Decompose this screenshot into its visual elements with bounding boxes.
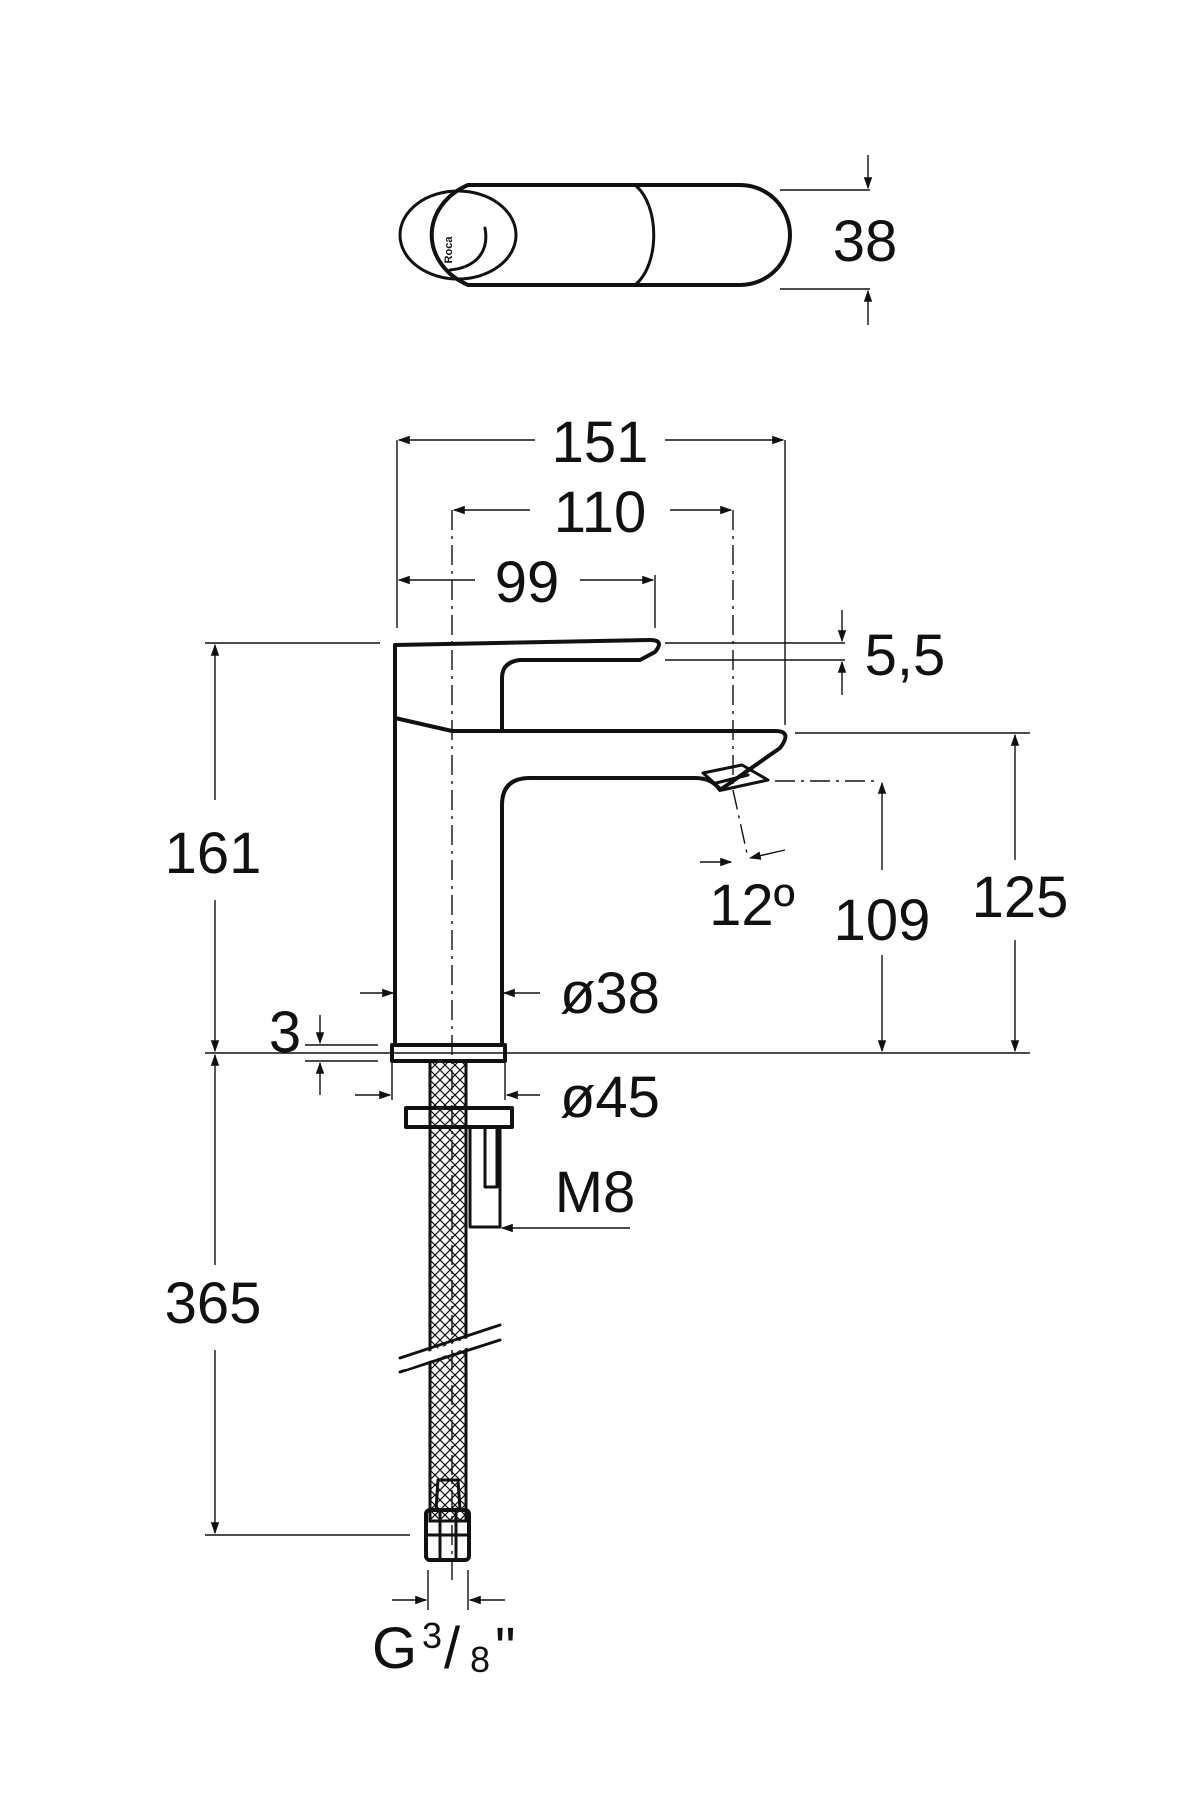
base-diameter-label: ø45 (560, 1065, 660, 1130)
braided-hose (428, 1059, 468, 1523)
thread-slash: / (444, 1616, 461, 1681)
total-height-label: 161 (165, 821, 262, 886)
top-view-outline (429, 183, 792, 287)
top-view-indicator-arc (448, 226, 488, 272)
thread-unit: " (495, 1616, 516, 1681)
base-thickness-label: 3 (269, 1000, 301, 1065)
thread-numerator: 3 (422, 1615, 442, 1656)
thread-denominator: 8 (470, 1639, 490, 1680)
overall-length-label: 151 (552, 410, 649, 475)
break-gap (402, 1328, 498, 1370)
rod-collar (483, 1125, 499, 1189)
outlet-angle-label: 12º (709, 873, 795, 938)
top-view-base-ring (398, 189, 518, 281)
aerator-detail (714, 773, 750, 785)
top-view-handle-edge (633, 183, 656, 287)
tap-body (393, 716, 788, 1047)
handle-gap-label: 5,5 (865, 623, 946, 688)
hose-break-mark (398, 1323, 502, 1374)
dim-angle-right (748, 849, 786, 860)
side-view: 151 110 99 5,5 161 125 109 12º ø38 (165, 410, 1069, 1681)
handle-length-label: 99 (495, 550, 560, 615)
width-handle-label: 38 (833, 209, 898, 274)
handle-lever (393, 638, 661, 733)
hose-length-label: 365 (165, 1271, 262, 1336)
fixing-rod-label: M8 (555, 1160, 636, 1225)
connection-thread-label: G 3 / 8 " (372, 1615, 516, 1681)
top-view: Roca 38 (398, 155, 898, 325)
body-diameter-label: ø38 (560, 961, 660, 1026)
spout-top-height-label: 125 (972, 865, 1069, 930)
centerline-outlet-angle (732, 789, 749, 859)
thread-g: G (372, 1616, 417, 1681)
spout-reach-label: 110 (554, 480, 646, 545)
outlet-height-label: 109 (834, 888, 931, 953)
logo-text: Roca (443, 236, 455, 264)
